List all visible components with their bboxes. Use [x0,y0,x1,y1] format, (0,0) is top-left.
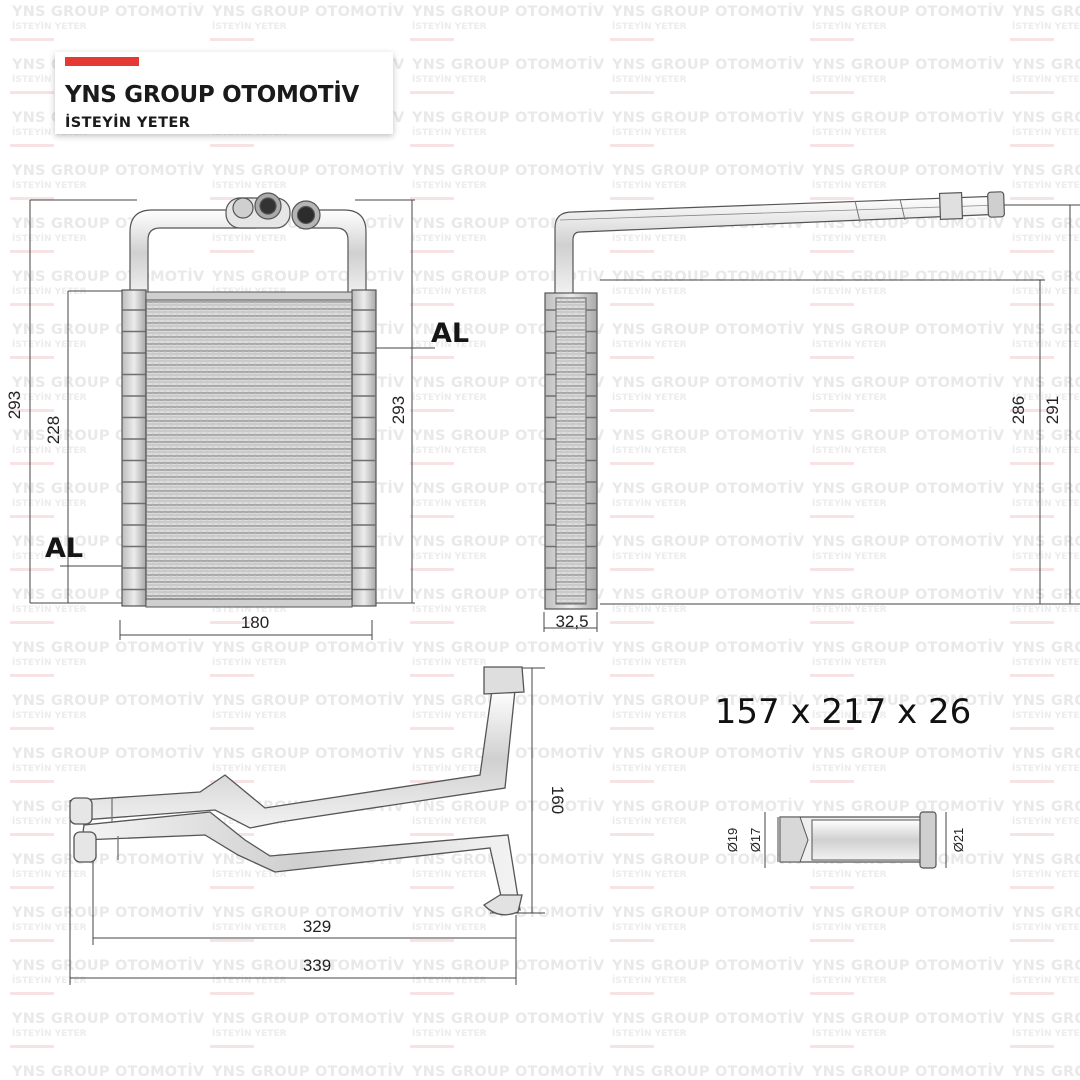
side-tank-ribs [545,309,597,591]
pipe-dimension-lines [69,667,545,985]
material-label-bottom: AL [45,533,83,564]
side-height-outer-label: 291 [1043,396,1062,424]
pipe-diameter-b-label: Ø17 [748,828,763,853]
front-tank-ribs [122,309,376,591]
side-height-inner-label: 286 [1009,396,1028,424]
front-height-total-label: 293 [5,391,24,419]
front-core-fins [145,297,353,602]
front-core-header-bottom [145,598,353,608]
logo-brand-name: YNS GROUP OTOMOTİV [65,82,360,108]
side-view: 286 291 32,5 [543,191,1080,632]
front-pipes [129,192,367,298]
pipe-diameter-a-label: Ø19 [725,828,740,853]
front-height-right-label: 293 [389,396,408,424]
material-label-top: AL [431,318,469,349]
side-depth-label: 32,5 [555,612,588,631]
pipe-view: 160 329 339 [69,666,567,985]
front-dimension-lines [29,199,435,640]
pipe-tubes [69,666,525,916]
logo-slogan: İSTEYİN YETER [65,115,191,131]
brand-logo-card: YNS GROUP OTOMOTİV İSTEYİN YETER [55,52,393,134]
side-tank-core [555,297,587,605]
pipe-length-outer-label: 339 [303,956,331,975]
pipe-length-inner-label: 329 [303,917,331,936]
pipe-end-detail: Ø19 Ø17 Ø21 [725,811,966,869]
front-side-tanks [121,289,377,607]
side-dimension-lines [543,204,1080,632]
front-width-label: 180 [241,613,269,632]
core-size-label: 157 x 217 x 26 [715,692,972,732]
front-height-core-label: 228 [44,416,63,444]
logo-accent-bar [65,57,139,66]
front-view: 293 228 293 180 AL AL [5,192,469,640]
pipe-diameter-c-label: Ø21 [951,828,966,853]
front-core-header-top [145,291,353,301]
pipe-height-label: 160 [548,786,567,814]
side-pipe [554,191,1005,296]
